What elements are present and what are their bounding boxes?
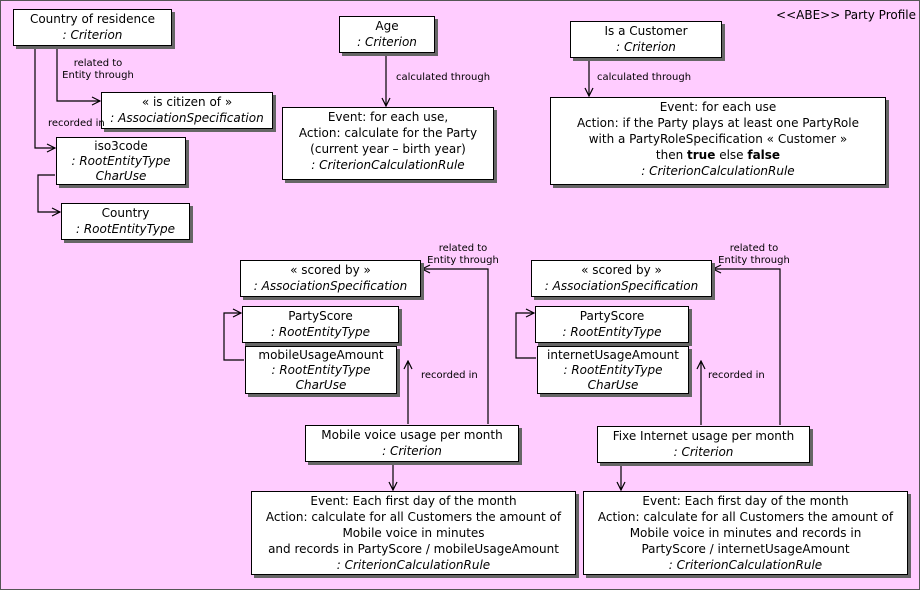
box-name: PartyScore <box>288 309 353 323</box>
rule-event: Event: for each use <box>659 100 777 114</box>
box-type: : RootEntityType <box>71 154 171 168</box>
mobile-usage-amount-box: mobileUsageAmount : RootEntityType CharU… <box>245 346 397 394</box>
box-name: Is a Customer <box>604 24 688 38</box>
recorded-in-label: recorded in <box>708 370 765 381</box>
recorded-in-label: recorded in <box>421 370 478 381</box>
box-name: Country <box>101 206 150 220</box>
box-type: : Criterion <box>62 28 123 42</box>
calculated-through-label: calculated through <box>597 72 692 83</box>
diagram-title: <<ABE>> Party Profile <box>776 8 916 22</box>
box-type: : CriterionCalculationRule <box>641 164 795 178</box>
rule-formula: (current year – birth year) <box>310 142 466 156</box>
box-type: : CriterionCalculationRule <box>668 558 823 572</box>
rule-result: then true else false <box>655 148 781 162</box>
connector-internet-scored <box>713 269 781 425</box>
is-citizen-of-box: « is citizen of » : AssociationSpecifica… <box>101 92 273 129</box>
box-name: Mobile voice usage per month <box>321 428 503 442</box>
box-type: : Criterion <box>357 35 417 49</box>
box-name: iso3code <box>94 139 148 153</box>
mobile-rule-box: Event: Each first day of the month Actio… <box>251 491 576 575</box>
box-type: : Criterion <box>382 444 442 458</box>
box-type-2: CharUse <box>295 378 347 392</box>
connector-internet-partyscore <box>515 313 536 359</box>
internet-rule-box: Event: Each first day of the month Actio… <box>583 491 908 575</box>
party-score-box: PartyScore : RootEntityType <box>535 306 689 343</box>
box-type: : RootEntityType <box>270 325 370 339</box>
fixe-internet-criterion-box: Fixe Internet usage per month : Criterio… <box>597 426 810 463</box>
rule-action: Action: calculate for the Party <box>298 126 478 140</box>
box-name: Fixe Internet usage per month <box>612 429 795 443</box>
box-name: mobileUsageAmount <box>258 348 384 362</box>
iso3code-box: iso3code : RootEntityType CharUse <box>56 137 186 185</box>
box-type: : AssociationSpecification <box>544 279 699 293</box>
rule-action-3: and records in PartyScore / mobileUsageA… <box>268 542 559 556</box>
age-rule-box: Event: for each use, Action: calculate f… <box>282 107 494 180</box>
connector-mobile-partyscore <box>223 313 244 361</box>
box-name: internetUsageAmount <box>547 348 679 362</box>
party-score-box: PartyScore : RootEntityType <box>242 306 399 343</box>
recorded-in-label: recorded in <box>48 118 105 129</box>
box-type: : RootEntityType <box>271 363 371 377</box>
related-to-label: related to Entity through <box>62 58 134 81</box>
box-type-2: CharUse <box>587 378 639 392</box>
scored-by-box: « scored by » : AssociationSpecification <box>240 260 421 297</box>
rule-action-2: Mobile voice in minutes <box>342 526 485 540</box>
box-type: : RootEntityType <box>563 363 663 377</box>
box-type-2: CharUse <box>95 169 147 183</box>
internet-usage-amount-box: internetUsageAmount : RootEntityType Cha… <box>537 346 689 394</box>
box-name: « scored by » <box>290 263 371 277</box>
mobile-voice-criterion-box: Mobile voice usage per month : Criterion <box>305 425 519 462</box>
box-name: Country of residence <box>29 12 156 26</box>
age-box: Age : Criterion <box>339 16 435 53</box>
connector-mobile-scored <box>422 269 489 424</box>
box-type: : Criterion <box>616 40 676 54</box>
country-of-residence-box: Country of residence : Criterion <box>13 9 172 46</box>
rule-event: Event: for each use, <box>327 110 449 124</box>
rule-action-2: Mobile voice in minutes and records in <box>629 526 862 540</box>
rule-action: Action: calculate for all Customers the … <box>597 510 894 524</box>
rule-condition: with a PartyRoleSpecification « Customer… <box>588 132 848 146</box>
is-a-customer-box: Is a Customer : Criterion <box>570 21 722 58</box>
country-box: Country : RootEntityType <box>61 203 190 240</box>
box-type: : RootEntityType <box>75 222 175 236</box>
related-to-label: related to Entity through <box>718 243 790 266</box>
box-name: « scored by » <box>581 263 662 277</box>
rule-event: Event: Each first day of the month <box>310 494 517 508</box>
rule-event: Event: Each first day of the month <box>642 494 849 508</box>
related-to-label: related to Entity through <box>427 243 499 266</box>
box-type: : CriterionCalculationRule <box>336 558 491 572</box>
rule-action-3: PartyScore / internetUsageAmount <box>641 542 850 556</box>
scored-by-box: « scored by » : AssociationSpecification <box>531 260 712 297</box>
rule-action: Action: calculate for all Customers the … <box>265 510 562 524</box>
box-type: : Criterion <box>673 445 734 459</box>
box-name: PartyScore <box>579 309 645 323</box>
connector-citizen <box>56 45 100 101</box>
box-type: : RootEntityType <box>562 325 662 339</box>
connector-iso3code <box>34 45 55 148</box>
rule-action: Action: if the Party plays at least one … <box>577 116 859 130</box>
box-type: : AssociationSpecification <box>110 111 264 125</box>
box-type: : CriterionCalculationRule <box>311 158 465 172</box>
box-type: : AssociationSpecification <box>253 279 408 293</box>
box-name: Age <box>375 19 399 33</box>
box-name: « is citizen of » <box>141 95 233 109</box>
customer-rule-box: Event: for each use Action: if the Party… <box>550 97 886 185</box>
calculated-through-label: calculated through <box>396 72 491 83</box>
connector-country <box>37 174 60 212</box>
